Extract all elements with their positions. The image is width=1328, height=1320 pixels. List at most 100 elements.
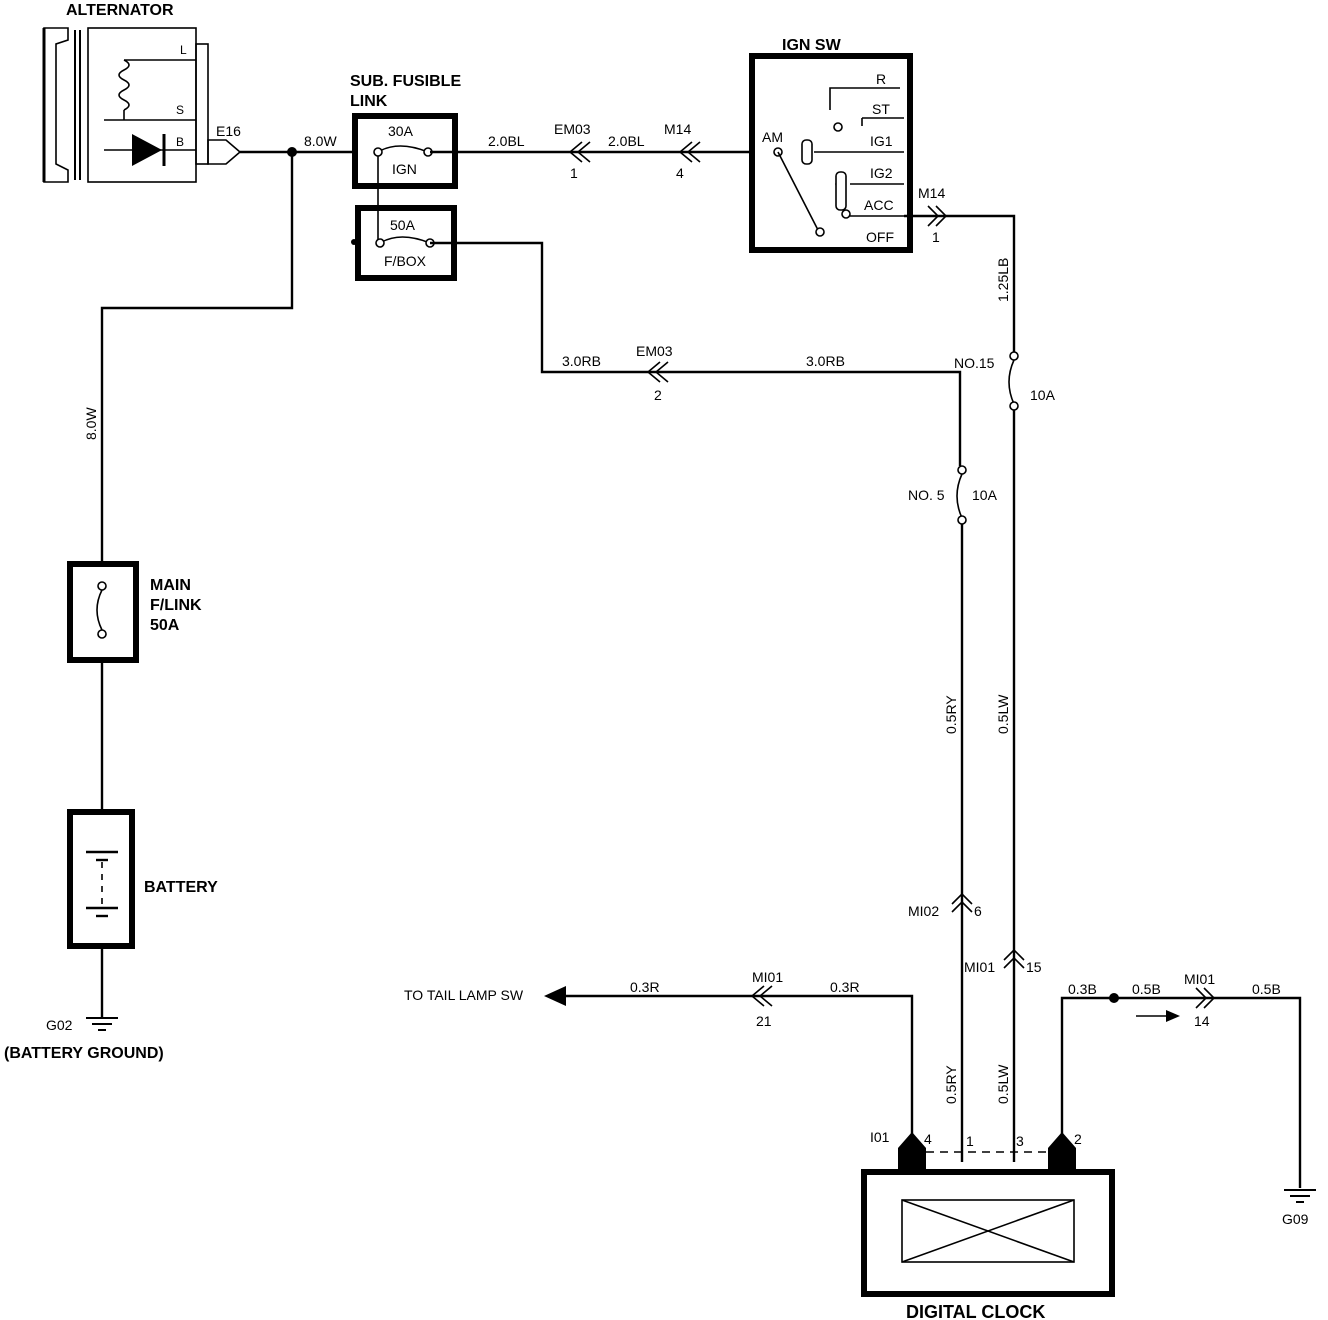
main-flink-pin-bottom: [97, 629, 107, 639]
wire-label-0-5lw-a: 0.5LW: [995, 694, 1011, 734]
clock-pin-3: 3: [1016, 1133, 1024, 1149]
alternator-title: ALTERNATOR: [66, 2, 174, 19]
main-flink-line1: MAIN: [150, 577, 191, 594]
r-contact-line: [829, 87, 900, 110]
ign-pos-off: OFF: [866, 229, 894, 245]
alt-term-l: L: [180, 43, 187, 57]
em03-b-connector-icon: [646, 361, 669, 383]
fuse5-name: NO. 5: [908, 487, 945, 503]
ignition-switch: IGN SW R ST AM IG1 IG2 ACC OFF: [749, 37, 913, 253]
switch-arm-icon: [777, 151, 819, 231]
wire-8-0w-to-battery: [100, 152, 294, 565]
wire-label-0-5b-b: 0.5B: [1252, 981, 1281, 997]
clock-pin-2: 2: [1074, 1131, 1082, 1147]
fuse5-pin-top: [957, 465, 967, 475]
em03-b-pin: 2: [654, 387, 662, 403]
alternator: L S B E16 ALTERNATOR: [42, 2, 242, 183]
em03-a-name: EM03: [554, 121, 591, 137]
field-coil-icon: [118, 59, 130, 111]
main-flink-line2: F/LINK: [150, 597, 202, 614]
fuse-fbox-rating: 50A: [390, 217, 416, 233]
m14-a-name: M14: [664, 121, 691, 137]
clock-display-icon: [901, 1199, 1075, 1263]
ign-pos-acc: ACC: [864, 197, 894, 213]
off-contact: [815, 227, 825, 237]
mi01-b-pin: 21: [756, 1013, 772, 1029]
ground-pointer-arrow-icon: [1166, 1010, 1180, 1022]
tail-lamp-arrow-icon: [544, 986, 566, 1006]
wire-label-8-0w-vertical: 8.0W: [83, 407, 99, 440]
clock-display-cross-b: [901, 1199, 1075, 1263]
em03-a-pin: 1: [570, 165, 578, 181]
wire-label-0-5b-a: 0.5B: [1132, 981, 1161, 997]
mi02-pin: 6: [974, 903, 982, 919]
wire-label-0-3b: 0.3B: [1068, 981, 1097, 997]
fuse5-pin-bottom: [957, 515, 967, 525]
fuse5-rating: 10A: [972, 487, 998, 503]
clock-connector-label: I01: [870, 1129, 890, 1145]
fuse-ign-pin-a: [373, 147, 383, 157]
wire-label-2-0bl-b: 2.0BL: [608, 133, 645, 149]
acc-contact: [841, 209, 851, 219]
wire-1-25lb: [904, 214, 1016, 354]
ign-pos-ig2: IG2: [870, 165, 893, 181]
ign-pos-st: ST: [872, 101, 890, 117]
fuse15-element-icon: [1008, 359, 1015, 405]
m14-connector-icon: [678, 141, 701, 163]
fuse5-element-icon: [956, 473, 963, 519]
mi01-b-connector-icon: [750, 985, 773, 1007]
fuse15-pin-top: [1009, 351, 1019, 361]
wire-label-0-5ry-a: 0.5RY: [943, 695, 959, 734]
ground-g09-label: G09: [1282, 1211, 1309, 1227]
wire-label-2-0bl-a: 2.0BL: [488, 133, 525, 149]
ground-g02-label: G02: [46, 1017, 73, 1033]
ign-pos-ig1: IG1: [870, 133, 893, 149]
main-flink-box: [67, 561, 139, 663]
fuse-fbox-label: F/BOX: [384, 253, 427, 269]
fuse-fbox-pin-a: [375, 238, 385, 248]
mi01-b-name: MI01: [752, 969, 783, 985]
em03-connector-icon: [568, 141, 591, 163]
mi01-c-connector-icon: [1195, 987, 1216, 1009]
mi01-c-name: MI01: [1184, 971, 1215, 987]
main-flink-line3: 50A: [150, 617, 180, 634]
wire-label-3-0rb-b: 3.0RB: [806, 353, 845, 369]
ig1-bridge-icon: [801, 139, 813, 165]
mi01-a-name: MI01: [964, 959, 995, 975]
mi02-connector-icon: [951, 892, 973, 913]
ground-g02-icon: [86, 1017, 118, 1031]
digital-clock: I01 4 1 3 2 DIGITAL CLOCK: [861, 1129, 1115, 1320]
wire-label-1-25lb: 1.25LB: [995, 258, 1011, 302]
clock-body: [861, 1169, 1115, 1297]
fuse15-rating: 10A: [1030, 387, 1056, 403]
wire-label-0-5lw-b: 0.5LW: [995, 1064, 1011, 1104]
mi01-a-pin: 15: [1026, 959, 1042, 975]
clock-pin-2-connector-icon: [1048, 1132, 1076, 1172]
splice-dot-ground: [1109, 993, 1119, 1003]
fuse15-pin-bottom: [1009, 401, 1019, 411]
wire-label-0-3r-b: 0.3R: [830, 979, 860, 995]
diode-icon: [132, 134, 162, 166]
alternator-terminal-block: [195, 43, 209, 165]
ig2-acc-bridge-icon: [835, 171, 847, 211]
ign-pos-r: R: [876, 71, 886, 87]
wire-0-3r: [566, 994, 914, 1140]
clock-pin-4-connector-icon: [898, 1132, 926, 1172]
st-contact: [833, 122, 843, 132]
m14-b-pin: 1: [932, 229, 940, 245]
wire-label-0-5ry-b: 0.5RY: [943, 1065, 959, 1104]
e16-connector-icon: [207, 139, 242, 165]
main-flink-element-icon: [96, 589, 103, 631]
battery-label: BATTERY: [144, 879, 218, 896]
fuse-ign-rating: 30A: [388, 123, 414, 139]
battery-ground-label: (BATTERY GROUND): [4, 1045, 164, 1062]
m14-a-pin: 4: [676, 165, 684, 181]
main-flink-pin-top: [97, 581, 107, 591]
alt-term-s: S: [176, 103, 184, 117]
sub-fusible-title-1: SUB. FUSIBLE: [350, 73, 461, 90]
clock-label: DIGITAL CLOCK: [906, 1302, 1045, 1320]
m14-b-connector-icon: [927, 205, 948, 227]
ign-pos-am: AM: [762, 129, 783, 145]
